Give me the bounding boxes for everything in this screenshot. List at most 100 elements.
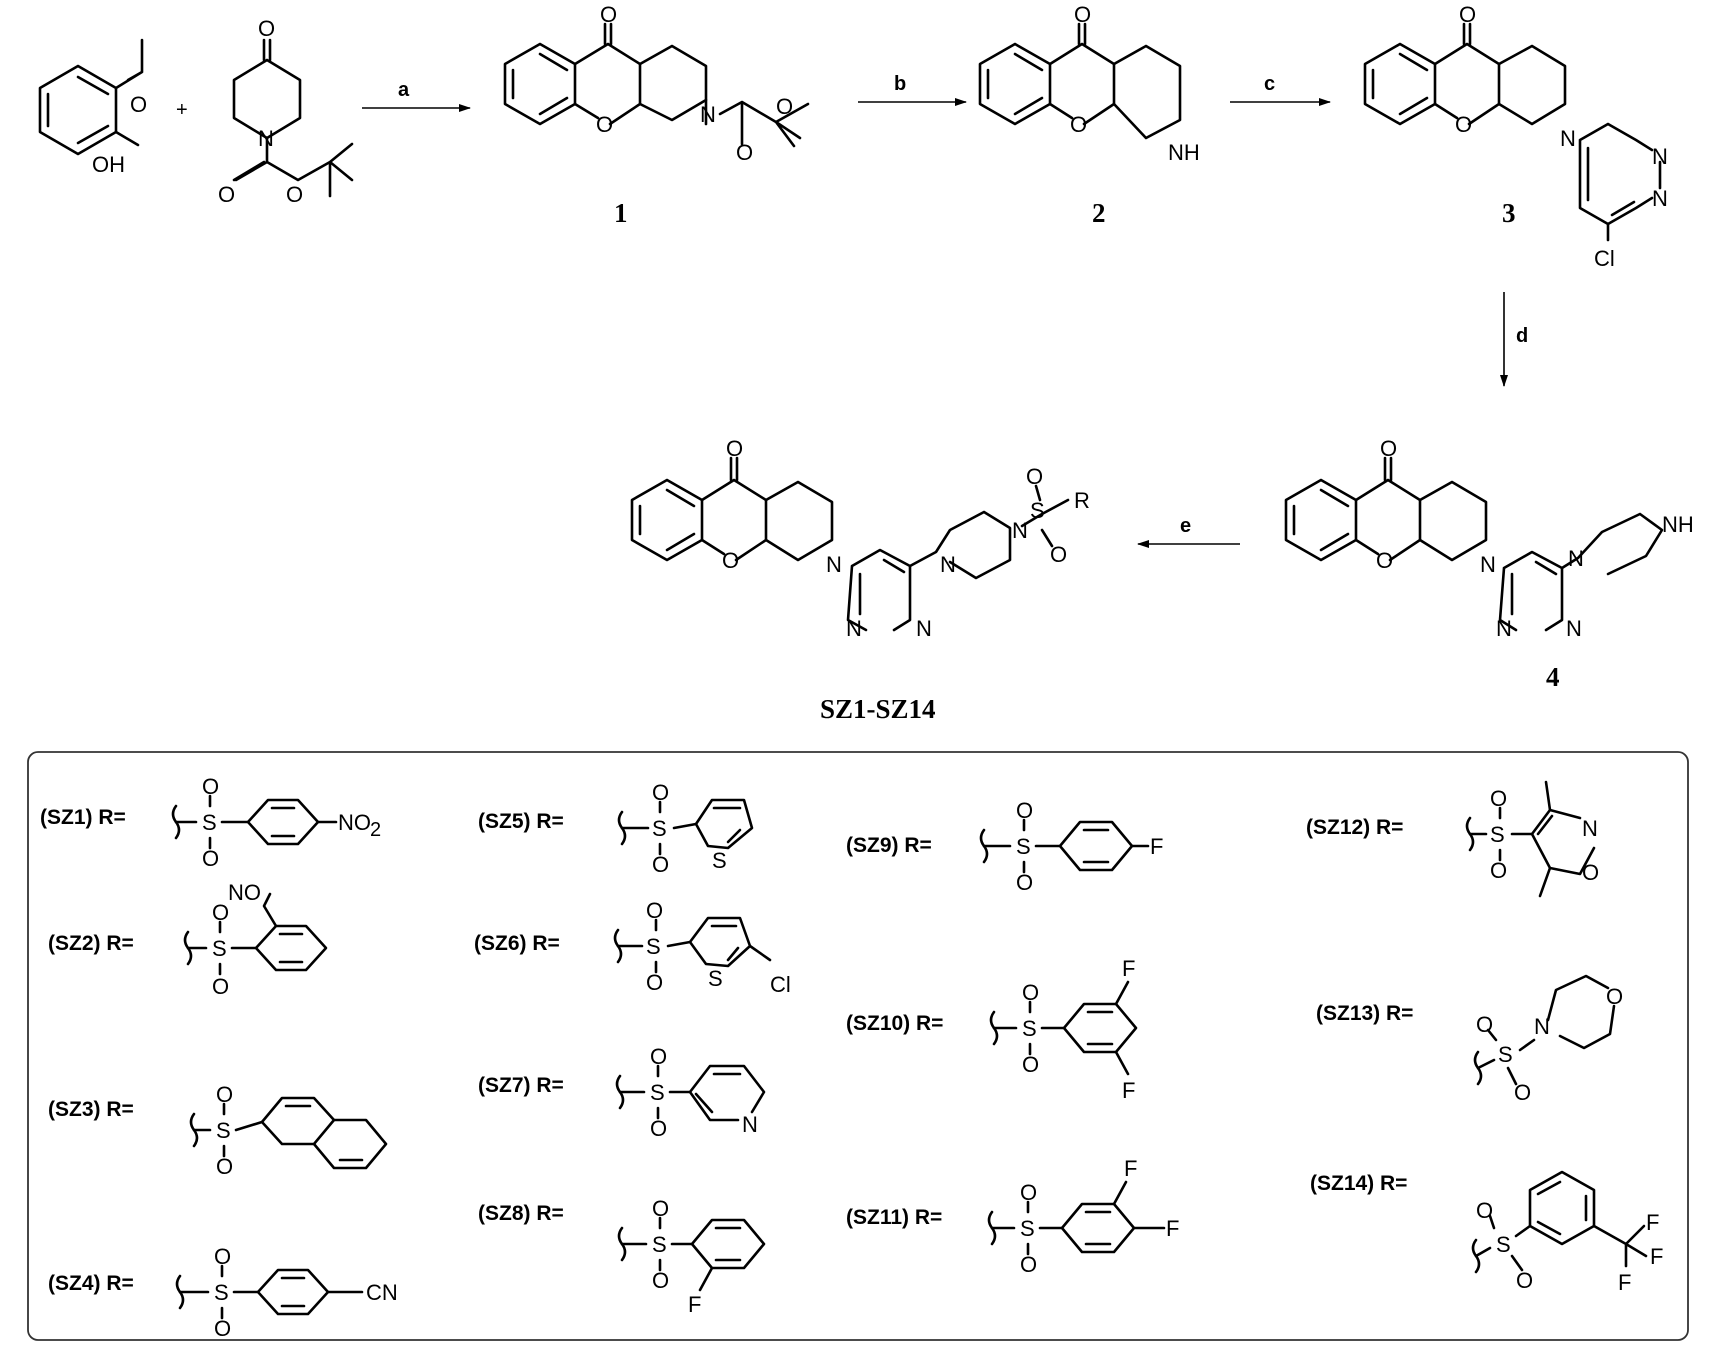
sz8-structure: S O O F [617,1196,766,1317]
atom-o: O [1380,436,1397,461]
atom-s: S [1496,1232,1511,1257]
atom-n: N [826,552,842,577]
label-sz12: (SZ12) R= [1306,816,1403,839]
sz10-structure: S O O F F [989,956,1138,1103]
sz5-structure: S O O S [617,780,754,877]
atom-n: N [1534,1014,1550,1039]
atom-o: O [202,774,219,799]
atom-o: O [1016,798,1033,823]
atom-s: S [1030,498,1045,523]
atom-o: O [722,548,739,573]
atom-o: O [286,182,303,207]
sz6-structure: S O O S Cl [613,898,791,997]
label-sz10: (SZ10) R= [846,1012,943,1035]
atom-o: O [1376,548,1393,573]
atom-n: N [1652,186,1668,211]
subscript-2: 2 [370,819,381,841]
atom-n: N [1566,616,1582,641]
atom-o: O [652,852,669,877]
atom-n: N [1582,816,1598,841]
atom-o: O [214,1316,231,1341]
atom-o: O [1606,984,1623,1009]
atom-s: S [712,848,727,873]
label-sz4: (SZ4) R= [48,1272,134,1295]
sz14-structure: S O O F F F [1471,1170,1663,1295]
atom-o: O [596,112,613,137]
atom-o: O [202,846,219,871]
atom-n: N [1480,552,1496,577]
atom-f: F [1646,1210,1659,1235]
atom-n: N [916,616,932,641]
sz11-structure: S O O F F [987,1156,1179,1277]
reagent-a: a [398,79,410,101]
sz3-structure: S O O [189,1082,388,1179]
series-label: SZ1-SZ14 [820,694,936,724]
label-sz14: (SZ14) R= [1310,1172,1407,1195]
atom-f: F [1166,1216,1179,1241]
atom-f: F [688,1292,701,1317]
atom-n: N [1560,126,1576,151]
sz7-structure: S O O N [615,1044,766,1141]
atom-o: O [1020,1252,1037,1277]
sz-general-structure: O O N N N N N S O O R [630,436,1090,641]
plus-sign: + [176,99,188,121]
atom-nh: NH [1662,512,1694,537]
sz13-structure: S O O N O [1473,974,1623,1105]
atom-o: O [1455,112,1472,137]
atom-o: O [776,94,793,119]
label-sz1: (SZ1) R= [40,806,126,829]
atom-s: S [212,936,227,961]
label-sz7: (SZ7) R= [478,1074,564,1097]
sz1-structure: S O O NO 2 [171,774,381,871]
atom-o: O [214,1244,231,1269]
atom-o: O [216,1154,233,1179]
atom-o: O [1050,542,1067,567]
atom-o: O [646,970,663,995]
atom-o: O [652,780,669,805]
atom-f: F [1618,1270,1631,1295]
atom-s: S [708,966,723,991]
atom-f: F [1150,834,1163,859]
atom-o: O [1582,860,1599,885]
atom-n: N [258,126,274,151]
atom-o: O [1026,464,1043,489]
compound-number-4: 4 [1546,662,1560,692]
atom-o: O [1074,2,1091,27]
compound-number-1: 1 [614,198,628,228]
atom-n: N [700,102,716,127]
atom-o: O [650,1044,667,1069]
atom-o: O [218,182,235,207]
atom-s: S [202,810,217,835]
atom-o: O [1070,112,1087,137]
atom-o: O [1490,786,1507,811]
atom-o: O [212,974,229,999]
compound-1-structure: O O N O O [503,2,810,165]
sz12-structure: S O O N O [1465,780,1599,898]
atom-o: O [1022,1052,1039,1077]
atom-o: O [600,2,617,27]
label-sz13: (SZ13) R= [1316,1002,1413,1025]
atom-f: F [1122,1078,1135,1103]
atom-s: S [214,1280,229,1305]
atom-s: S [1016,834,1031,859]
compound-3-structure: O O N N N Cl [1363,2,1668,271]
atom-o: O [1459,2,1476,27]
atom-o: O [1490,858,1507,883]
label-sz9: (SZ9) R= [846,834,932,857]
atom-s: S [646,934,661,959]
atom-o: O [650,1116,667,1141]
reagent-c: c [1264,73,1275,95]
atom-nh: NH [1168,140,1200,165]
atom-s: S [1022,1016,1037,1041]
atom-s: S [216,1118,231,1143]
sz4-structure: S O O CN [175,1244,398,1341]
atom-no2: NO [338,810,371,835]
atom-s: S [652,816,667,841]
atom-f: F [1124,1156,1137,1181]
reagent-b: b [894,73,906,95]
atom-o: O [1514,1080,1531,1105]
atom-o: O [1020,1180,1037,1205]
atom-n: N [742,1112,758,1137]
atom-o: O [216,1082,233,1107]
